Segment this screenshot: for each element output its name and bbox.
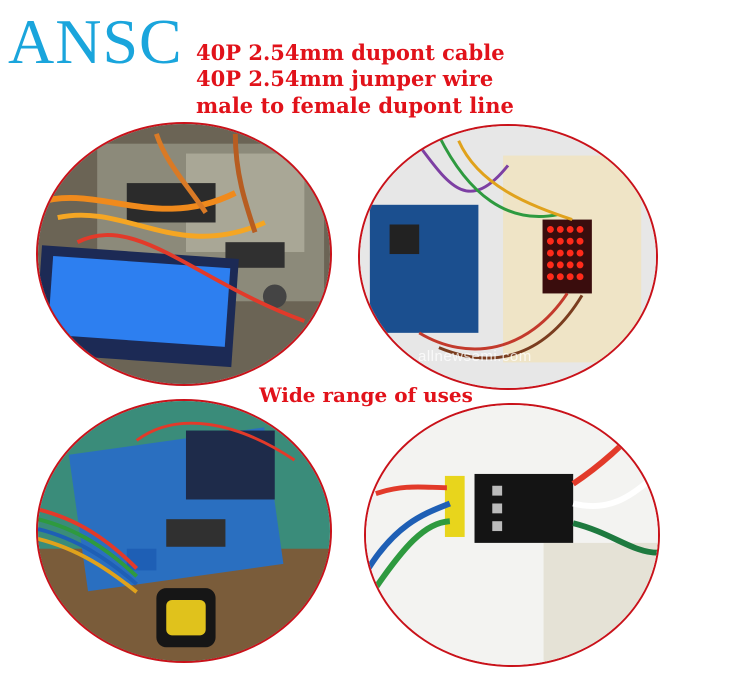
photo-dupont-connectors-closeup xyxy=(364,403,660,667)
headline-line-1: 40P 2.54mm dupont cable xyxy=(196,40,505,65)
headline-line-3: male to female dupont line xyxy=(196,93,514,118)
middle-caption: Wide range of uses xyxy=(259,383,473,407)
photo-lcd-dev-board xyxy=(36,122,332,386)
watermark: allnewsemi.com xyxy=(418,348,532,365)
headline-line-2: 40P 2.54mm jumper wire xyxy=(196,66,494,91)
photo-robot-car-shield xyxy=(36,399,332,663)
brand-logo: ANSC xyxy=(8,6,183,77)
photo-arduino-led-matrix: allnewsemi.com xyxy=(358,124,658,390)
